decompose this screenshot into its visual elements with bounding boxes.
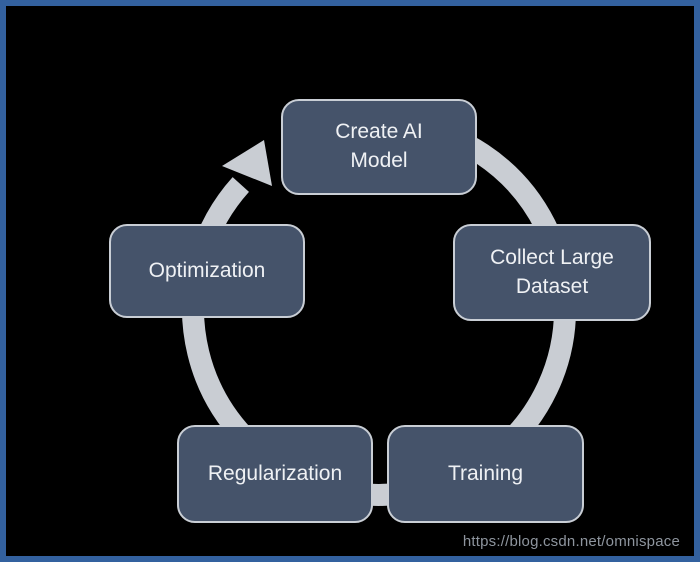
node-label: Training — [447, 461, 524, 485]
cycle-arrowhead — [222, 140, 272, 186]
watermark-url: https://blog.csdn.net/omnispace — [462, 533, 680, 550]
node-label: Collect Large Dataset — [490, 245, 614, 298]
node-training: Training — [387, 425, 584, 523]
node-collect-large-dataset: Collect Large Dataset — [453, 224, 651, 321]
node-optimization: Optimization — [109, 224, 305, 318]
node-label: Regularization — [207, 461, 343, 485]
node-regularization: Regularization — [177, 425, 373, 523]
node-create-ai-model: Create AI Model — [281, 99, 477, 195]
node-label: Create AI Model — [335, 120, 423, 172]
node-label: Optimization — [148, 258, 266, 282]
